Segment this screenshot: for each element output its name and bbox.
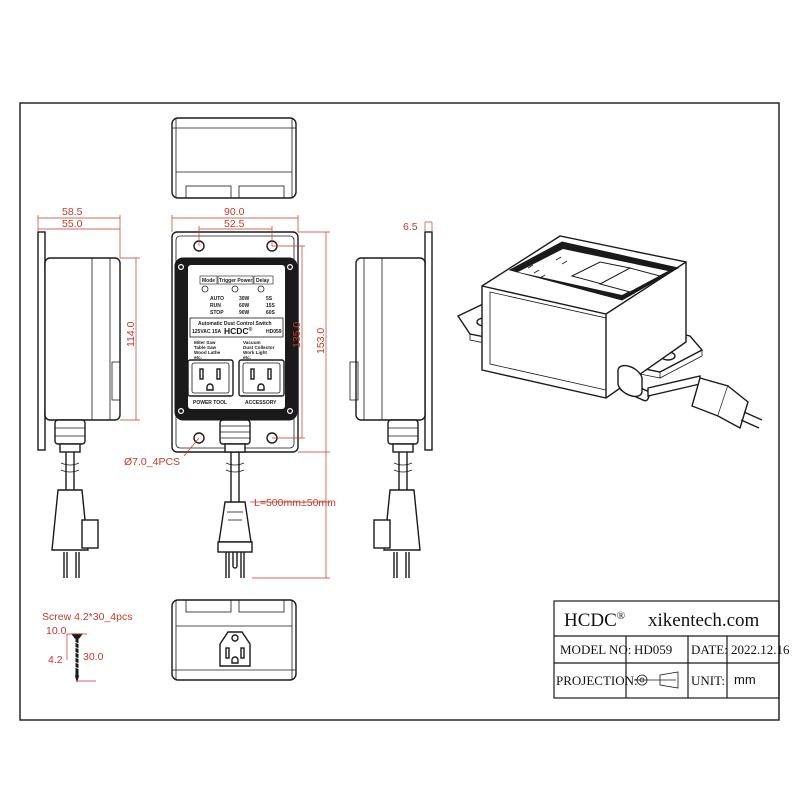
trigger-option: 60W <box>239 303 250 309</box>
dim-front-width: 90.0 <box>224 206 245 218</box>
mode-option: AUTO <box>210 296 224 302</box>
dimension-lines <box>37 215 433 682</box>
left-side-view <box>37 231 121 578</box>
svg-text:HCDC®: HCDC® <box>224 326 253 336</box>
front-view: Mode Trigger Power Delay AUTO RUN STOP 3… <box>171 231 299 578</box>
title-website: xikentech.com <box>648 610 760 631</box>
bottom-view <box>171 599 297 681</box>
delay-knob <box>257 285 265 293</box>
unit-value: mm <box>734 672 756 687</box>
accessory-outlet <box>238 359 285 397</box>
dim-body-height: 114.0 <box>125 321 137 347</box>
dim-hole-diameter: Ø7.0_4PCS <box>124 456 180 468</box>
model-label: MODEL NO: <box>560 642 631 657</box>
trigger-option: 90W <box>239 310 250 316</box>
unit-label: UNIT: <box>691 673 725 688</box>
rating: 125VAC 15A <box>192 329 221 335</box>
isometric-view <box>456 235 763 430</box>
panel-model: HD059 <box>266 329 282 335</box>
projection-label: PROJECTION: <box>556 673 638 688</box>
title-brand: HCDC® <box>564 610 625 631</box>
screw-spec: Screw 4.2*30_4pcs <box>42 611 132 623</box>
trigger-knob <box>231 285 239 293</box>
mode-option: STOP <box>210 310 224 316</box>
dim-side-total: 58.5 <box>62 206 83 218</box>
mode-knob <box>201 285 209 293</box>
mode-option: RUN <box>210 303 221 309</box>
right-side-view <box>349 231 433 578</box>
model-value: HD059 <box>634 642 672 657</box>
dim-cord-length: L=500mm±50mm <box>254 497 336 509</box>
dim-screw-length: 30.0 <box>83 651 104 663</box>
panel-brand: HCDC <box>224 326 249 336</box>
dim-flange: 6.5 <box>403 221 418 233</box>
right-outlet-label: ACCESSORY <box>245 400 277 406</box>
dim-hole-vertical: 135.0 <box>291 322 303 348</box>
left-outlet-use: Table Saw <box>194 345 217 350</box>
delay-option: 5S <box>266 296 273 302</box>
mode-header: Mode <box>202 278 215 284</box>
product-name: Automatic Dust Control Switch <box>198 321 272 327</box>
right-outlet-use: Dust Collector <box>243 345 275 350</box>
drawing-frame <box>19 102 780 721</box>
trigger-option: 30W <box>239 296 250 302</box>
left-outlet-use: Wood Lathe <box>194 350 221 355</box>
mount-hole <box>193 432 205 444</box>
trigger-header: Trigger Power <box>219 278 252 284</box>
delay-option: 60S <box>266 310 276 316</box>
screw-detail <box>71 633 83 683</box>
dim-side-body: 55.0 <box>62 218 83 230</box>
delay-header: Delay <box>256 278 270 284</box>
dim-total-height: 153.0 <box>315 328 327 354</box>
left-outlet-use: Miter Saw <box>194 340 216 345</box>
left-outlet-use: etc. <box>194 355 202 360</box>
right-outlet-use: Vacuum <box>243 340 261 345</box>
date-label: DATE: <box>691 642 728 657</box>
panel-brand-mark: ® <box>249 326 253 333</box>
dim-screw-head: 10.0 <box>46 625 67 637</box>
dim-screw-dia: 4.2 <box>48 654 63 666</box>
top-view <box>171 117 297 199</box>
date-value: 2022.12.16 <box>731 642 790 657</box>
dim-hole-spacing: 52.5 <box>224 218 245 230</box>
delay-option: 15S <box>266 303 276 309</box>
power-tool-outlet <box>187 359 234 397</box>
right-outlet-use: Work Light <box>243 350 267 355</box>
title-brand-mark: ® <box>617 610 625 622</box>
right-outlet-use: etc. <box>243 355 251 360</box>
title-block <box>553 600 780 699</box>
left-outlet-label: POWER TOOL <box>193 400 227 406</box>
